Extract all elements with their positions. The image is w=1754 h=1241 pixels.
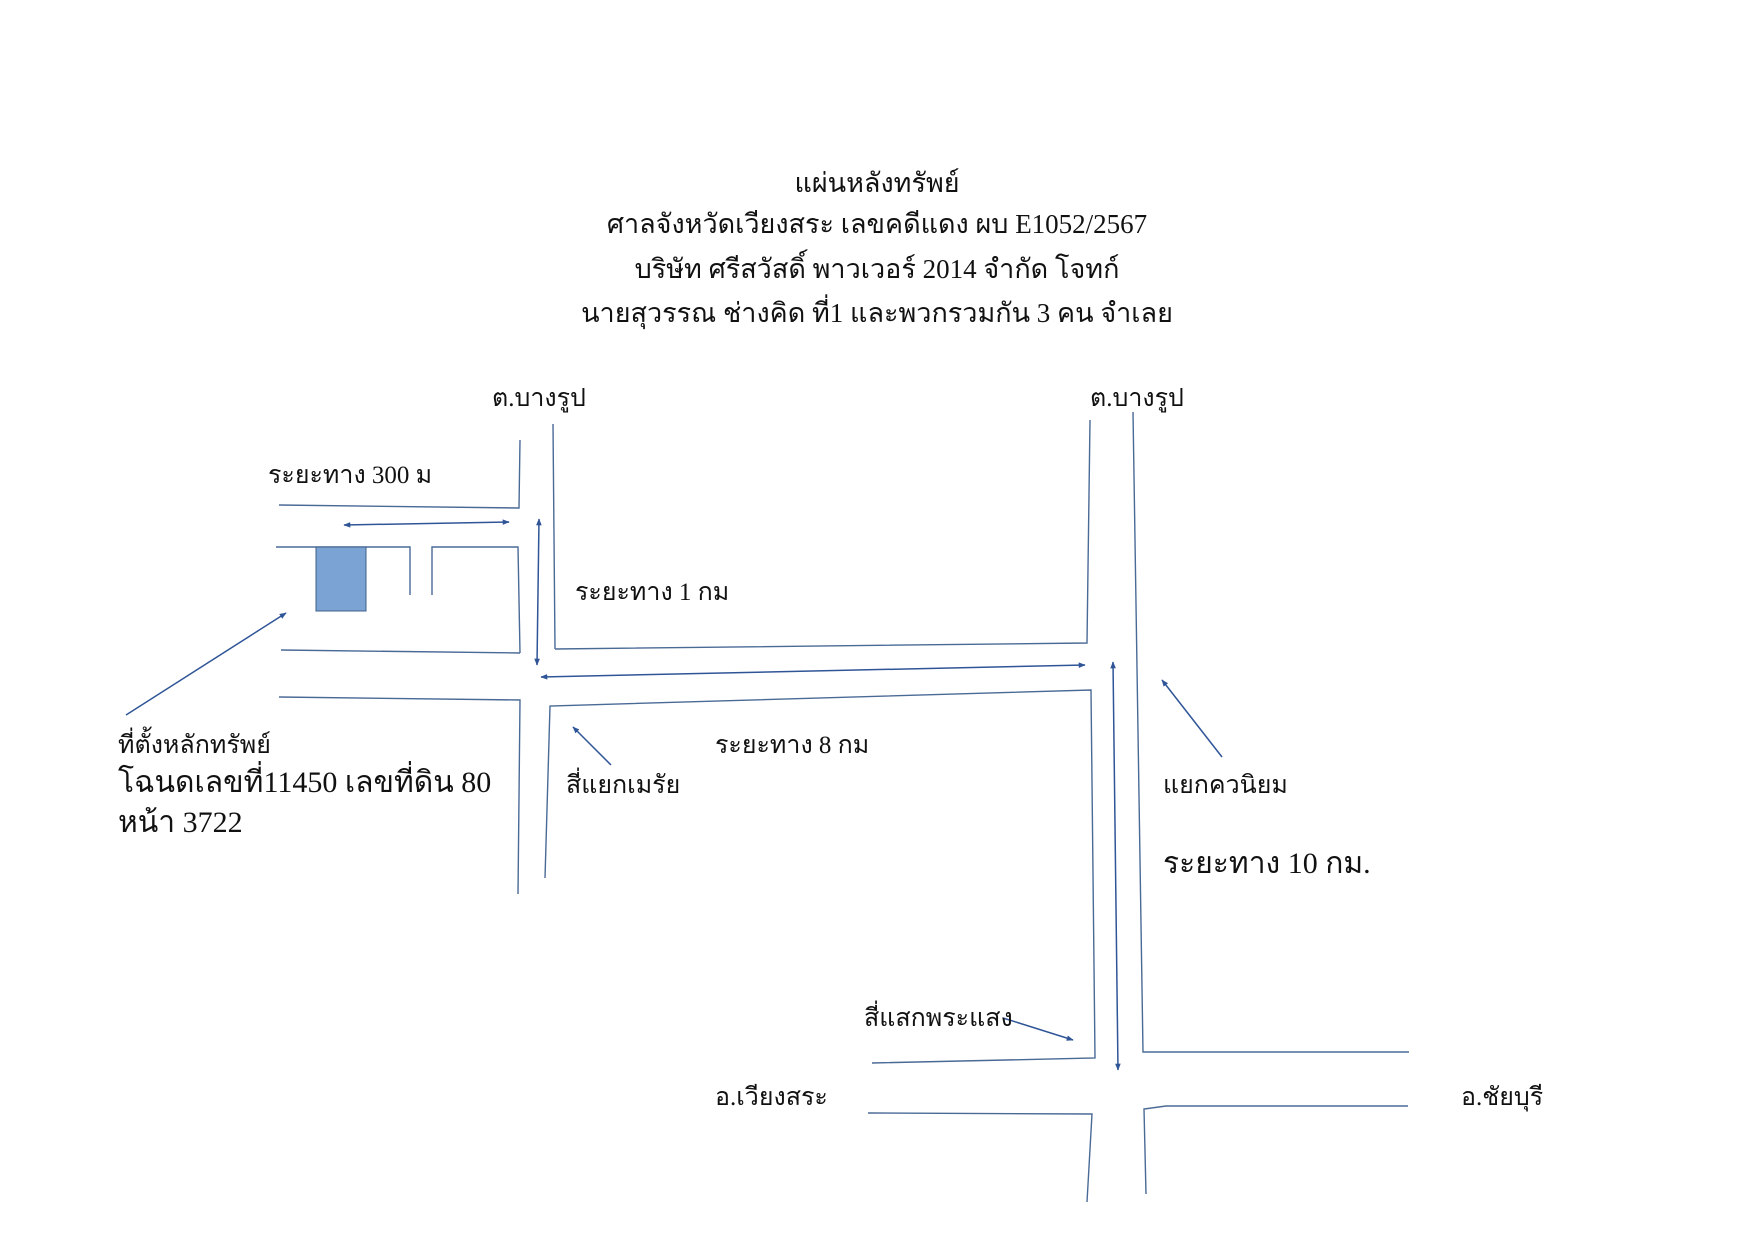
label-distance-8km: ระยะทาง 8 กม xyxy=(715,732,870,759)
label-phra-saeng-junction: สี่แสกพระแสง xyxy=(864,1005,1013,1032)
property-location-title: ที่ตั้งหลักทรัพย์ xyxy=(118,732,271,759)
label-mem-rai-junction: สี่แยกเมรัย xyxy=(566,772,681,799)
pointer-arrow-property xyxy=(125,612,287,716)
road-line xyxy=(552,423,556,650)
road-line xyxy=(1143,1105,1408,1195)
label-chai-buri-district: อ.ชัยบุรี xyxy=(1461,1084,1544,1111)
title-line-2: ศาลจังหวัดเวียงสระ เลขคดีแดง ผบ E1052/25… xyxy=(606,209,1148,239)
road-line xyxy=(278,439,521,509)
distance-arrow-300m xyxy=(343,519,510,528)
road-line xyxy=(1132,411,1409,1053)
road-line xyxy=(280,649,521,654)
label-distance-1km: ระยะทาง 1 กม xyxy=(575,579,730,606)
distance-arrow-10km xyxy=(1110,661,1121,1071)
road-line xyxy=(431,546,521,654)
title-line-1: แผ่นหลังทรัพย์ xyxy=(794,168,960,198)
label-bang-rup-left: ต.บางรูป xyxy=(492,385,586,412)
road-line xyxy=(867,1112,1093,1203)
pointer-arrow-khuan-niyom xyxy=(1161,679,1223,758)
label-bang-rup-right: ต.บางรูป xyxy=(1090,385,1184,412)
label-distance-10km: ระยะทาง 10 กม. xyxy=(1163,847,1371,880)
pointer-arrow-phra-saeng xyxy=(1002,1017,1074,1041)
label-distance-300m: ระยะทาง 300 ม xyxy=(268,462,433,489)
road-line xyxy=(544,689,1096,1064)
label-wiang-sa-district: อ.เวียงสระ xyxy=(715,1084,828,1111)
property-deed-number: โฉนดเลขที่11450 เลขที่ดิน 80 xyxy=(118,766,492,799)
property-page-number: หน้า 3722 xyxy=(118,806,243,839)
road-line xyxy=(278,696,521,895)
title-line-3: บริษัท ศรีสวัสดิ์ พาวเวอร์ 2014 จำกัด โจ… xyxy=(634,254,1120,284)
road-line xyxy=(554,419,1091,650)
collateral-plot xyxy=(315,546,367,612)
pointer-arrow-mem-rai xyxy=(572,726,612,766)
distance-arrow-1km xyxy=(534,518,542,666)
label-khuan-niyom-junction: แยกควนิยม xyxy=(1163,772,1288,799)
distance-arrow-8km xyxy=(540,662,1086,680)
title-line-4: นายสุวรรณ ช่างคิด ที่1 และพวกรวมกัน 3 คน… xyxy=(581,298,1173,328)
